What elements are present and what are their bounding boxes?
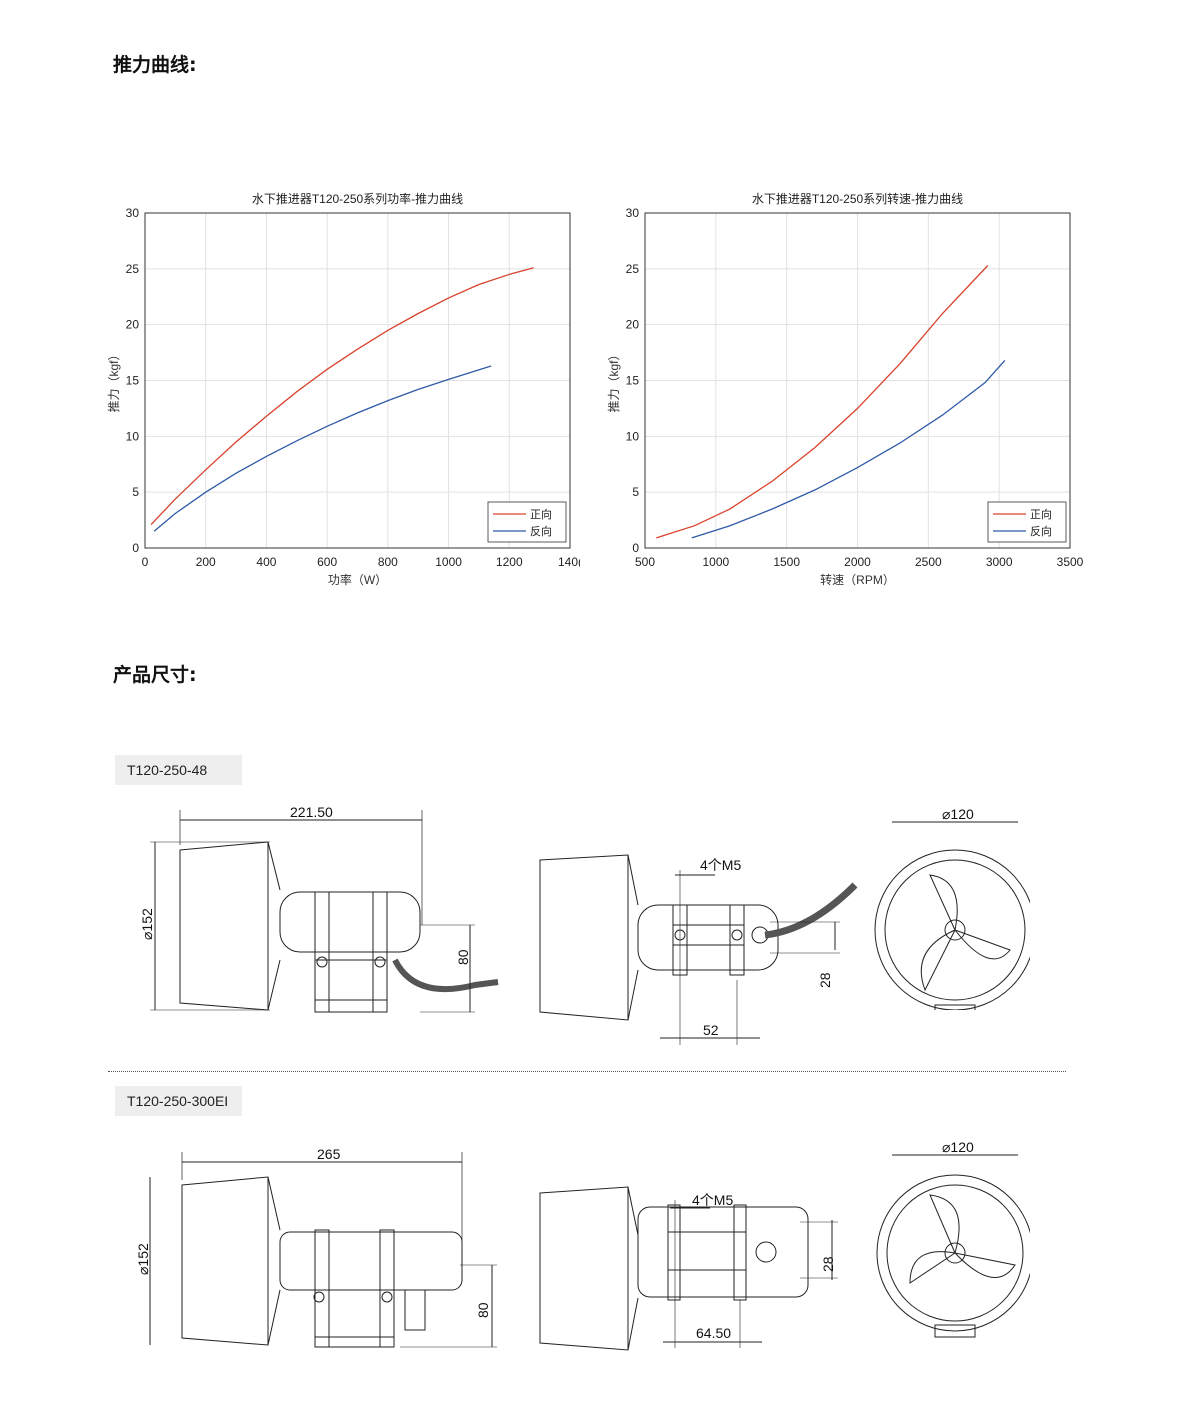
- top-view-drawing-48: 52 4个M5 28: [539, 854, 858, 1045]
- top-view-drawing-300ei: 64.50 4个M5 28: [539, 1186, 838, 1351]
- dimension-heading: 产品尺寸:: [113, 664, 197, 686]
- y-tick-label: 20: [126, 318, 140, 332]
- y-tick-label: 30: [626, 206, 640, 220]
- y-axis-label: 推力（kgf）: [107, 348, 121, 412]
- series-line: [656, 265, 989, 539]
- duct-shape: [181, 1176, 269, 1346]
- side-view-drawing-48: 221.50 ⌀152 80: [139, 804, 499, 1013]
- y-tick-label: 10: [126, 429, 140, 443]
- chart-title: 水下推进器T120-250系列转速-推力曲线: [752, 191, 963, 206]
- cable-label: 28: [817, 972, 833, 988]
- x-tick-label: 600: [317, 555, 337, 569]
- spacing-label: 64.50: [696, 1325, 731, 1341]
- model-tag-48: T120-250-48: [115, 755, 242, 785]
- spacing-label: 52: [703, 1022, 719, 1038]
- legend-label: 反向: [1030, 524, 1052, 538]
- duct-shape: [539, 854, 629, 1021]
- front-view-drawing-300ei: ⌀120: [876, 1139, 1030, 1338]
- duct-diameter-label: ⌀120: [942, 1139, 974, 1155]
- y-tick-label: 5: [632, 485, 639, 499]
- y-tick-label: 25: [626, 262, 640, 276]
- thread-label: 4个M5: [692, 1192, 733, 1208]
- legend-label: 正向: [1030, 507, 1052, 521]
- legend-label: 反向: [530, 524, 552, 538]
- x-tick-label: 3000: [986, 555, 1013, 569]
- x-axis-label: 转速（RPM）: [820, 572, 895, 587]
- height-label: 80: [455, 949, 471, 965]
- duct-outer: [874, 849, 1030, 1010]
- x-tick-label: 1000: [702, 555, 729, 569]
- duct-shape: [179, 841, 269, 1011]
- y-tick-label: 25: [126, 262, 140, 276]
- y-tick-label: 0: [132, 541, 139, 555]
- power-thrust-chart: 0 200 400 600 800 1000 1200 140( 0 5 10 15 20 25 30 水下推…: [107, 191, 580, 587]
- duct-diameter-label: ⌀120: [942, 806, 974, 822]
- section-divider: [108, 1071, 1066, 1072]
- model-tag-300ei: T120-250-300EI: [115, 1086, 242, 1116]
- x-tick-label: 200: [196, 555, 216, 569]
- legend-label: 正向: [530, 507, 552, 521]
- plot-frame: [144, 212, 571, 549]
- x-tick-label: 500: [635, 555, 655, 569]
- thread-label: 4个M5: [700, 857, 741, 873]
- x-axis-label: 功率（W）: [328, 572, 387, 587]
- y-tick-label: 15: [126, 374, 140, 388]
- x-tick-label: 1000: [435, 555, 462, 569]
- y-tick-label: 30: [126, 206, 140, 220]
- chart-title: 水下推进器T120-250系列功率-推力曲线: [252, 191, 463, 206]
- motor-body: [279, 891, 421, 953]
- diameter-label: ⌀152: [139, 908, 155, 940]
- y-tick-label: 10: [626, 429, 640, 443]
- x-tick-label: 1200: [496, 555, 523, 569]
- cable-label: 28: [820, 1256, 836, 1272]
- x-tick-label: 2500: [915, 555, 942, 569]
- side-view-drawing-300ei: 265 ⌀152 80: [135, 1146, 497, 1348]
- legend-box: [487, 501, 567, 543]
- x-tick-label: 800: [378, 555, 398, 569]
- motor-body: [637, 1206, 809, 1298]
- series-line: [150, 267, 534, 526]
- y-tick-label: 0: [632, 541, 639, 555]
- legend-box: [987, 501, 1067, 543]
- motor-body: [637, 904, 779, 971]
- x-tick-label: 400: [256, 555, 276, 569]
- y-axis-label: 推力（kgf）: [607, 348, 621, 412]
- thrust-curve-heading: 推力曲线:: [113, 54, 197, 76]
- x-tick-label: 0: [142, 555, 149, 569]
- diameter-label: ⌀152: [135, 1243, 151, 1275]
- duct-shape: [539, 1186, 629, 1351]
- series-line: [691, 359, 1006, 539]
- front-view-drawing-48: ⌀120: [874, 806, 1030, 1010]
- y-tick-label: 5: [132, 485, 139, 499]
- y-tick-label: 20: [626, 318, 640, 332]
- x-tick-label: 1500: [773, 555, 800, 569]
- height-label: 80: [475, 1302, 491, 1318]
- length-label: 265: [317, 1146, 341, 1162]
- x-tick-label: 2000: [844, 555, 871, 569]
- y-tick-label: 15: [626, 374, 640, 388]
- duct-outer: [876, 1174, 1030, 1332]
- motor-body: [279, 1231, 463, 1291]
- x-tick-label: 140(: [558, 555, 580, 569]
- rpm-thrust-chart: 500 1000 1500 2000 2500 3000 3500 0 5 10 15 20 25 30 水…: [607, 191, 1084, 587]
- series-line: [153, 365, 492, 532]
- x-tick-label: 3500: [1057, 555, 1084, 569]
- length-label: 221.50: [290, 804, 333, 820]
- plot-frame: [644, 212, 1071, 549]
